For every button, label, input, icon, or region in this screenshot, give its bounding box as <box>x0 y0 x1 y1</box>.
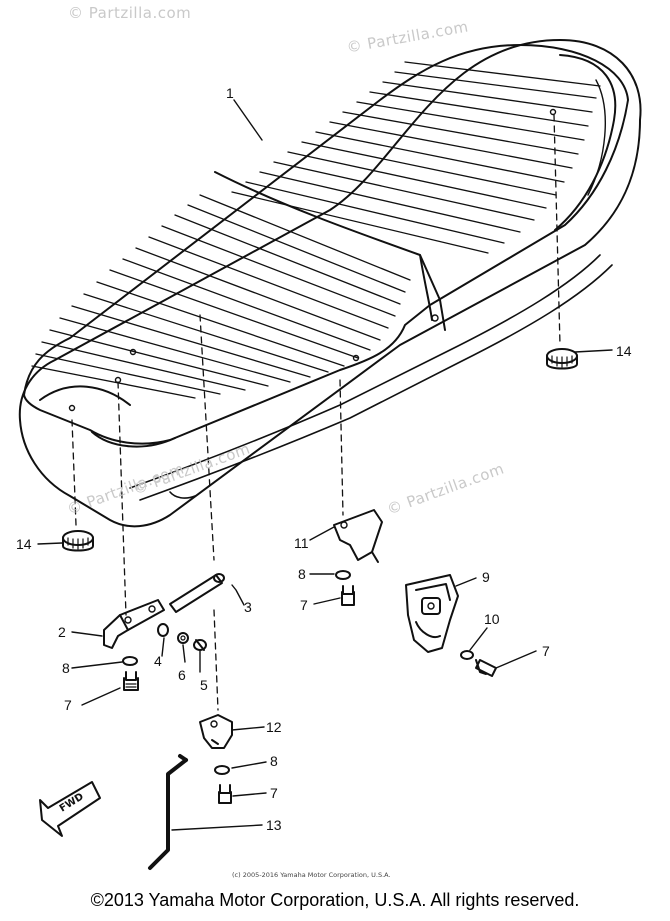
callout-8: 8 <box>270 753 278 769</box>
callout-11: 11 <box>294 535 309 551</box>
callout-7: 7 <box>64 697 72 713</box>
callout-5: 5 <box>200 677 208 693</box>
callout-6: 6 <box>178 667 186 683</box>
bolt-7-rear <box>341 585 355 606</box>
diagram-copyright: (c) 2005-2016 Yamaha Motor Corporation, … <box>232 871 391 879</box>
callout-4: 4 <box>154 653 162 669</box>
callout-13: 13 <box>266 817 282 833</box>
callout-9: 9 <box>482 569 490 585</box>
seat-pin <box>169 573 225 613</box>
callout-10: 10 <box>484 611 500 627</box>
front-cushion-pleats <box>31 194 411 399</box>
rear-cushion-pleats <box>231 61 601 254</box>
callout-3: 3 <box>244 599 252 615</box>
callout-7: 7 <box>300 597 308 613</box>
seat-lock <box>405 574 459 653</box>
collar-6 <box>177 632 189 644</box>
bolt-5 <box>193 639 207 651</box>
callout-8: 8 <box>62 660 70 676</box>
stay-rod <box>148 758 188 870</box>
callout-12: 12 <box>266 719 282 735</box>
callout-14: 14 <box>616 343 632 359</box>
callout-14: 14 <box>16 536 32 552</box>
stay-bracket <box>199 714 233 749</box>
front-bracket <box>103 599 165 649</box>
bolt-7-left <box>123 671 139 691</box>
washer-10 <box>460 650 474 660</box>
callout-1: 1 <box>226 85 234 101</box>
bolt-7-lock <box>475 659 497 677</box>
callout-8: 8 <box>298 566 306 582</box>
callout-2: 2 <box>58 624 66 640</box>
page-copyright-footer: ©2013 Yamaha Motor Corporation, U.S.A. A… <box>90 890 580 910</box>
seat-assembly <box>18 39 642 528</box>
washer-4 <box>157 623 169 637</box>
watermark: © Partzilla.com <box>68 4 192 22</box>
washer-8-left <box>122 656 138 666</box>
alignment-lines <box>71 114 561 711</box>
callout-7: 7 <box>270 785 278 801</box>
grommet-rear <box>546 348 578 370</box>
bolt-7-lower <box>218 784 232 804</box>
washer-8-lower <box>214 765 230 775</box>
grommet-front <box>62 530 94 552</box>
leader-lines <box>37 99 613 831</box>
washer-8-rear <box>335 570 351 580</box>
fwd-arrow-icon <box>39 781 101 837</box>
callout-7: 7 <box>542 643 550 659</box>
rear-bracket <box>333 509 383 563</box>
